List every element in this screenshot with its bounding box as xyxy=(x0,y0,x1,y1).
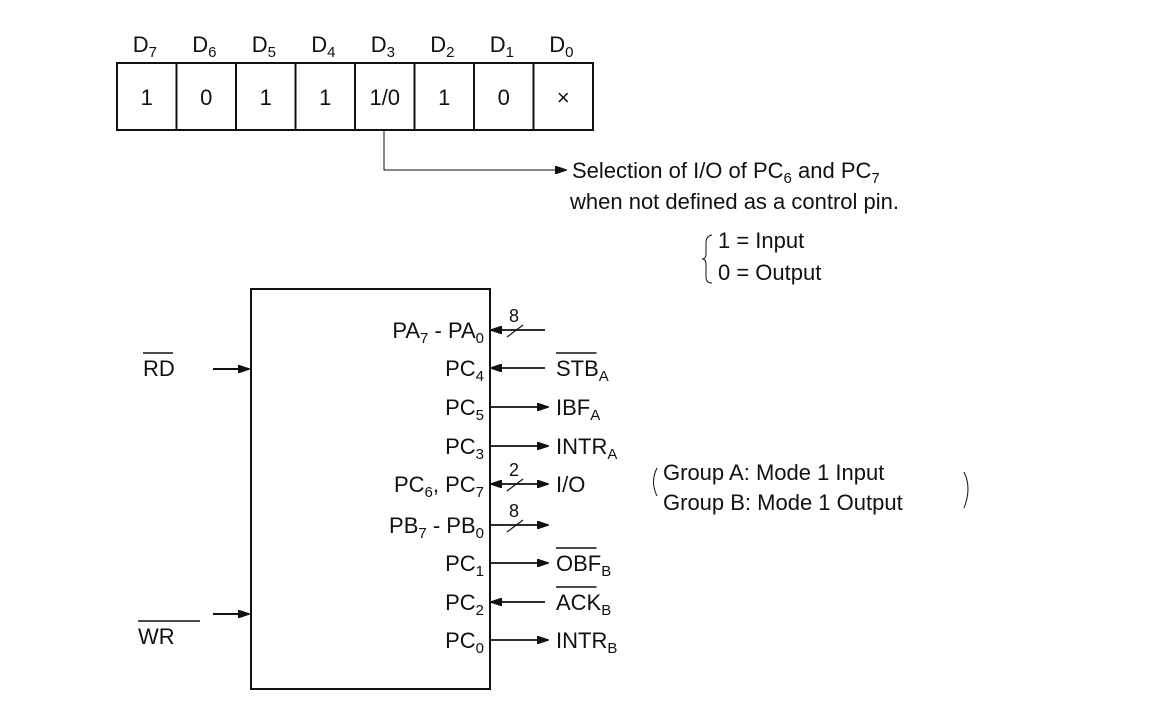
pin-row: PC1 OBFB xyxy=(445,547,611,580)
d3-connector xyxy=(383,130,566,170)
bit-value-d1: 0 xyxy=(498,85,510,110)
mode-note: Group A: Mode 1 Input Group B: Mode 1 Ou… xyxy=(653,460,969,515)
signal-name: STBA xyxy=(556,356,609,385)
left-paren-icon xyxy=(653,467,658,497)
option-output: 0 = Output xyxy=(718,260,821,285)
annotation-line2: when not defined as a control pin. xyxy=(569,189,899,214)
ppi-block xyxy=(250,288,491,690)
right-paren-icon xyxy=(963,471,969,509)
left-signal-wr: WR xyxy=(138,614,249,649)
control-word-table: D7 D6 D5 D4 D3 D2 D1 D0 1 0 1 1 1/0 1 0 × xyxy=(116,32,594,131)
bit-value-d6: 0 xyxy=(200,85,212,110)
signal-name: OBFB xyxy=(556,551,611,580)
bit-value-d2: 1 xyxy=(438,85,450,110)
pin-label: PC5 xyxy=(445,395,484,424)
bit-header-d4: D4 xyxy=(311,32,335,61)
bus-width: 8 xyxy=(509,501,519,521)
bit-header-d3: D3 xyxy=(371,32,395,61)
bit-header-d5: D5 xyxy=(252,32,276,61)
bus-slash-icon xyxy=(506,324,524,338)
bit-value-d4: 1 xyxy=(319,85,331,110)
bit-value-d5: 1 xyxy=(260,85,272,110)
connector-arrow-icon xyxy=(383,130,566,170)
bit-header-d0: D0 xyxy=(549,32,573,61)
bus-width: 2 xyxy=(509,460,519,480)
pin-label: PA7 - PA0 xyxy=(392,318,484,347)
left-signal-rd: RD xyxy=(143,352,249,381)
pin-row: PC0 INTRB xyxy=(445,628,617,657)
pin-row: PC4 STBA xyxy=(445,352,609,385)
signal-name: ACKB xyxy=(556,590,611,619)
bit-header-d7: D7 xyxy=(133,32,157,61)
pin-row: PC2 ACKB xyxy=(445,586,611,619)
pin-label: PC4 xyxy=(445,356,484,385)
bit-header-d2: D2 xyxy=(430,32,454,61)
pin-label: PC1 xyxy=(445,551,484,580)
bus-width: 8 xyxy=(509,306,519,326)
pin-label: PC2 xyxy=(445,590,484,619)
signal-name: INTRB xyxy=(556,628,617,657)
bus-slash-icon xyxy=(506,478,524,492)
wr-label: WR xyxy=(138,624,175,649)
pin-label: PB7 - PB0 xyxy=(389,513,484,542)
option-input: 1 = Input xyxy=(718,228,804,253)
group-a-mode: Group A: Mode 1 Input xyxy=(663,460,884,485)
pin-label: PC0 xyxy=(445,628,484,657)
pin-row: PC5 IBFA xyxy=(445,395,600,424)
annotation-line1: Selection of I/O of PC6 and PC7 xyxy=(572,158,880,187)
bit-header-d6: D6 xyxy=(192,32,216,61)
signal-name: I/O xyxy=(556,472,585,497)
pin-row: PC6, PC7 2I/O xyxy=(394,460,585,501)
pin-label: PC3 xyxy=(445,434,484,463)
bit-header-d1: D1 xyxy=(490,32,514,61)
signal-name: INTRA xyxy=(556,434,617,463)
left-brace-icon xyxy=(701,234,713,284)
bus-slash-icon xyxy=(506,519,524,533)
pin-row: PA7 - PA0 8 xyxy=(392,306,545,347)
bit-value-d0: × xyxy=(557,85,570,110)
pin-label: PC6, PC7 xyxy=(394,472,484,501)
bit-value-d7: 1 xyxy=(141,85,153,110)
signal-name: IBFA xyxy=(556,395,600,424)
pin-row: PB7 - PB0 8 xyxy=(389,501,548,542)
bit-value-d3: 1/0 xyxy=(369,85,400,110)
group-b-mode: Group B: Mode 1 Output xyxy=(663,490,903,515)
rd-label: RD xyxy=(143,356,175,381)
pin-row: PC3 INTRA xyxy=(445,434,617,463)
